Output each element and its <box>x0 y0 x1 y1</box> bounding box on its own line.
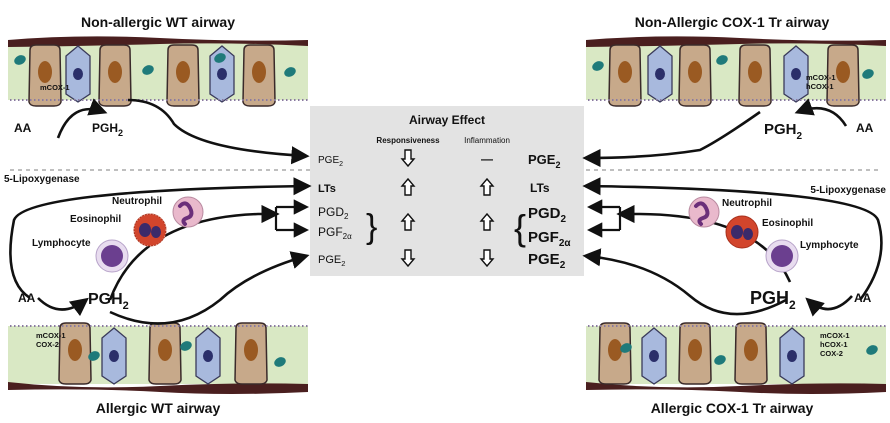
aa-label-bottom-left: AA <box>18 291 36 305</box>
lipoxygenase-label-left: 5-Lipoxygenase <box>4 174 80 185</box>
airway-effect-panel: Airway Effect Responsiveness Inflammatio… <box>310 106 584 276</box>
pgh2-label-top-right: PGH2 <box>764 121 803 142</box>
row0-left-label: PGE2 <box>318 155 343 168</box>
neutrophil-right <box>688 196 720 228</box>
responsiveness-up-arrow-1 <box>400 177 416 196</box>
enzyme-label-bottom-right-3: COX-2 <box>820 349 843 358</box>
lymphocyte-label-left: Lymphocyte <box>32 238 91 249</box>
pgh2-label-top-left: PGH2 <box>92 121 123 138</box>
column-inflammation: Inflammation <box>464 136 510 145</box>
column-responsiveness: Responsiveness <box>376 136 440 145</box>
responsiveness-down-arrow-0 <box>400 149 416 168</box>
enzyme-label-bottom-left-1: mCOX-1 <box>36 331 66 340</box>
row0-right-label: PGE2 <box>528 152 560 170</box>
row3-left-label: PGF2α <box>318 225 352 241</box>
enzyme-label-bottom-right-2: hCOX-1 <box>820 340 848 349</box>
lymphocyte-label-right: Lymphocyte <box>800 240 859 251</box>
row4-left-label: PGE2 <box>318 254 345 268</box>
enzyme-label-bottom-right-1: mCOX-1 <box>820 331 850 340</box>
responsiveness-up-arrow-2 <box>400 212 416 231</box>
enzyme-label-top-right-2: hCOX-1 <box>806 82 834 91</box>
aa-label-bottom-right: AA <box>854 291 872 305</box>
title-allergic-wt: Allergic WT airway <box>96 400 221 416</box>
title-allergic-cox1: Allergic COX-1 Tr airway <box>651 400 814 416</box>
pgh2-label-bottom-left: PGH2 <box>88 291 129 312</box>
eosinophil-right <box>725 215 759 249</box>
responsiveness-down-arrow-3 <box>400 249 416 268</box>
pathway-arrows-left <box>9 98 312 325</box>
row3-right-label: PGF2α <box>528 229 571 249</box>
eosinophil-left <box>133 213 167 247</box>
inflammation-down-arrow-3 <box>479 249 495 268</box>
inflammation-up-arrow-2 <box>479 212 495 231</box>
lipoxygenase-label-right: 5-Lipoxygenase <box>810 185 886 196</box>
panel-title: Airway Effect <box>409 113 485 127</box>
row0-inflammation-dash: — <box>481 152 493 166</box>
bracket-right <box>586 199 622 238</box>
pathway-arrows-right <box>582 98 883 317</box>
aa-label-top-left: AA <box>14 121 32 135</box>
inflammation-up-arrow-1 <box>479 177 495 196</box>
enzyme-label-top-right-1: mCOX-1 <box>806 73 836 82</box>
brace-left: } <box>366 208 377 246</box>
enzyme-label-bottom-left-2: COX-2 <box>36 340 59 349</box>
effect-arrows <box>400 149 495 268</box>
title-nonallergic-cox1: Non-Allergic COX-1 Tr airway <box>635 14 830 30</box>
epithelium-bottom-right <box>586 322 886 394</box>
enzyme-label-top-left-1: mCOX-1 <box>40 83 70 92</box>
neutrophil-label-left: Neutrophil <box>112 196 162 207</box>
epithelium-top-right <box>586 36 886 107</box>
neutrophil-label-right: Neutrophil <box>722 198 772 209</box>
row2-left-label: PGD2 <box>318 205 349 221</box>
epithelium-top-left <box>8 36 308 107</box>
row2-right-label: PGD2 <box>528 205 567 225</box>
brace-right: { <box>514 207 526 248</box>
title-nonallergic-wt: Non-allergic WT airway <box>81 14 235 30</box>
eosinophil-label-right: Eosinophil <box>762 218 813 229</box>
row1-right-label: LTs <box>530 181 550 195</box>
eosinophil-label-left: Eosinophil <box>70 214 121 225</box>
aa-label-top-right: AA <box>856 121 874 135</box>
bracket-left <box>274 199 310 238</box>
row4-right-label: PGE2 <box>528 251 566 271</box>
lymphocyte-left <box>95 239 129 273</box>
neutrophil-left <box>172 196 204 228</box>
row1-left-label: LTs <box>318 183 336 195</box>
lymphocyte-right <box>765 239 799 273</box>
pgh2-label-bottom-right: PGH2 <box>750 288 796 312</box>
epithelium-bottom-left <box>8 322 308 394</box>
